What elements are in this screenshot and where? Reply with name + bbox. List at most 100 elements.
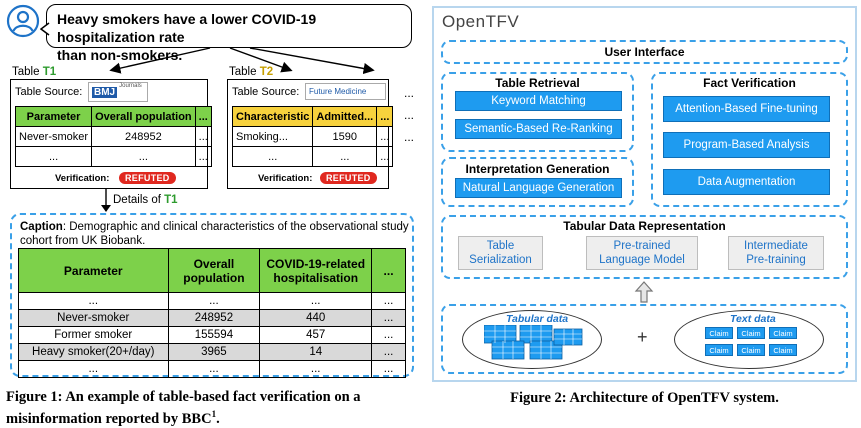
table-t1-card[interactable]: Table Source: BMJ Journals Parameter Ove… (10, 79, 212, 189)
refuted-badge: REFUTED (119, 172, 176, 184)
table-t1-label: Table T1 (12, 66, 56, 78)
plus-sign: + (637, 327, 648, 347)
table-row: ... ... ... ... (18, 292, 406, 310)
footnote-marker: 1 (211, 409, 217, 419)
claim-chip: Claim (737, 344, 765, 356)
table-row: Never-smoker 248952 440 ... (18, 309, 406, 327)
header-cell: Parameter (14, 106, 93, 127)
program-analysis-box: Program-Based Analysis (663, 132, 830, 158)
table-label-prefix: Table (12, 66, 43, 78)
table-cell: ... (194, 126, 212, 147)
table-cell: ... (259, 360, 373, 378)
table-source-label: Table Source: (232, 86, 300, 98)
text-data-ellipse (674, 310, 824, 369)
table-cell: ... (167, 292, 261, 310)
table-cell: Heavy smoker(20+/day) (18, 343, 169, 361)
table-cell: 3965 (167, 343, 261, 361)
table-id: T1 (42, 66, 57, 78)
box-line: Pre-trained (613, 240, 671, 252)
ellipsis-dot: ... (404, 130, 415, 144)
claim-chip: Claim (769, 344, 797, 356)
interpretation-generation-title: Interpretation Generation (465, 162, 610, 176)
nlg-box: Natural Language Generation (455, 178, 622, 198)
table-cell: ... (371, 326, 406, 344)
user-interface-layer (441, 40, 848, 64)
table-cell: 457 (259, 326, 373, 344)
table-cell: Former smoker (18, 326, 169, 344)
table-cell: 440 (259, 309, 373, 327)
header-cell: ... (194, 106, 212, 127)
table-t2-preview: Characteristic Admitted... ... Smoking..… (231, 106, 394, 167)
keyword-matching-box: Keyword Matching (455, 91, 622, 111)
details-label: Details of T1 (113, 194, 178, 206)
box-line: Pre-training (746, 254, 806, 266)
user-icon (6, 4, 40, 38)
claim-line-1: Heavy smokers have a lower COVID-19 hosp… (57, 11, 317, 45)
table-cell: ... (312, 146, 378, 167)
verification-label: Verification: (258, 173, 313, 184)
tabular-representation-title: Tabular Data Representation (563, 219, 726, 233)
bmj-logo-text: BMJ (92, 86, 118, 98)
figure-caption-line-2: misinformation reported by BBC (6, 410, 212, 427)
table-cell: ... (371, 309, 406, 327)
box-line: Intermediate (744, 240, 808, 252)
table-t1-full: Parameter Overall population COVID-19-re… (18, 248, 406, 378)
table-cell: 1590 (312, 126, 378, 147)
table-t2-label: Table T2 (229, 66, 273, 78)
table-cell: ... (376, 146, 394, 167)
claim-chip: Claim (705, 344, 733, 356)
table-row: ... ... ... (231, 146, 394, 167)
box-line: Serialization (469, 254, 532, 266)
table-cell: ... (14, 146, 93, 167)
table-cell: 248952 (167, 309, 261, 327)
table-label-prefix: Table (229, 66, 260, 78)
table-cell: Smoking... (231, 126, 314, 147)
details-prefix: Details of (113, 194, 165, 206)
table-cell: ... (371, 360, 406, 378)
details-arrow-icon (101, 189, 111, 212)
caption-label: Caption (20, 221, 63, 233)
table-row: Never-smoker 248952 ... (14, 126, 212, 147)
table-header-row: Parameter Overall population COVID-19-re… (18, 248, 406, 293)
table-caption: Caption: Demographic and clinical charac… (20, 220, 410, 248)
table-t1-preview: Parameter Overall population ... Never-s… (14, 106, 212, 167)
claim-line-2: than non-smokers. (57, 47, 183, 63)
table-cell: ... (231, 146, 314, 167)
table-t2-card[interactable]: Table Source: Future Medicine Characteri… (227, 79, 394, 189)
table-cell: ... (371, 343, 406, 361)
table-row: ... ... ... (14, 146, 212, 167)
header-cell: Overall population (91, 106, 196, 127)
tabular-data-label: Tabular data (506, 313, 569, 325)
box-line: Language Model (599, 254, 685, 266)
figure-caption-line-1: Figure 1: An example of table-based fact… (6, 389, 361, 405)
figure-2-caption: Figure 2: Architecture of OpenTFV system… (510, 390, 779, 406)
ellipsis-dot: ... (404, 108, 415, 122)
table-retrieval-title: Table Retrieval (495, 76, 580, 90)
table-cell: ... (194, 146, 212, 167)
data-augmentation-box: Data Augmentation (663, 169, 830, 195)
fact-verification-title: Fact Verification (703, 76, 796, 90)
header-cell: Characteristic (231, 106, 314, 127)
table-detail-panel: Caption: Demographic and clinical charac… (10, 213, 414, 378)
future-medicine-logo: Future Medicine (305, 83, 386, 100)
table-id: T2 (259, 66, 274, 78)
table-cell: Never-smoker (18, 309, 169, 327)
claim-chip: Claim (737, 327, 765, 339)
header-cell: ... (371, 248, 406, 293)
table-cell: ... (259, 292, 373, 310)
claim-chip: Claim (769, 327, 797, 339)
table-row: ... ... ... ... (18, 360, 406, 378)
text-data-label: Text data (730, 313, 776, 325)
details-table-id: T1 (164, 194, 178, 206)
table-cell: 155594 (167, 326, 261, 344)
ellipsis-dot: ... (404, 86, 415, 100)
header-cell: Overall population (167, 248, 261, 293)
table-header-row: Parameter Overall population ... (14, 106, 212, 127)
verification-label: Verification: (55, 173, 110, 184)
header-cell: COVID-19-related hospitalisation (259, 248, 373, 293)
more-tables-ellipsis: ... ... ... (404, 82, 414, 148)
table-cell: ... (18, 360, 169, 378)
table-header-row: Characteristic Admitted... ... (231, 106, 394, 127)
